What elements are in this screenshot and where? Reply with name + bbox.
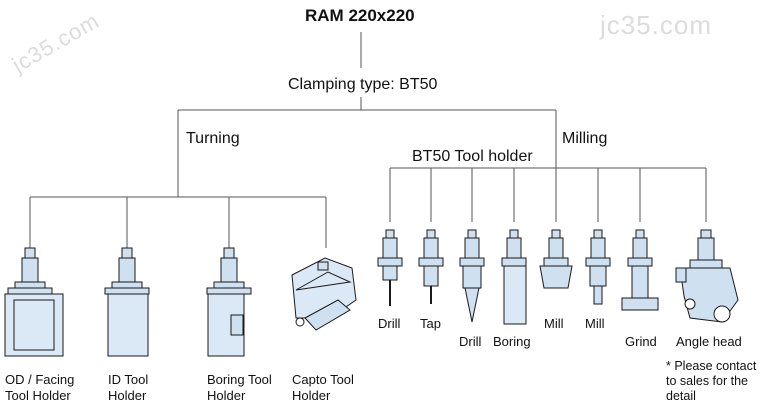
grind-label: Grind bbox=[625, 334, 657, 349]
mill-holder-2-drawing bbox=[585, 229, 611, 305]
grind-holder-drawing bbox=[621, 229, 659, 311]
turning-label: Turning bbox=[186, 130, 240, 147]
capto-tool-holder-drawing bbox=[291, 257, 357, 331]
angle-head-label: Angle head bbox=[676, 334, 742, 349]
clamping-type-label: Clamping type: BT50 bbox=[288, 76, 438, 93]
tap-holder-drawing bbox=[418, 229, 444, 304]
drill-label-1: Drill bbox=[378, 316, 401, 331]
boring-tool-holder-label: Boring Tool Holder bbox=[207, 372, 272, 403]
watermark-right: jc35.com bbox=[600, 10, 713, 40]
bt50-tool-holder-label: BT50 Tool holder bbox=[410, 148, 535, 165]
mill-label-1: Mill bbox=[544, 316, 564, 331]
capto-tool-holder-label: Capto Tool Holder bbox=[292, 372, 354, 403]
milling-label: Milling bbox=[562, 130, 608, 147]
od-facing-holder-drawing bbox=[4, 247, 64, 357]
mill-holder-1-drawing bbox=[539, 229, 573, 289]
drill-holder-2-drawing bbox=[459, 229, 485, 323]
drill-label-2: Drill bbox=[459, 334, 482, 349]
boring-holder-drawing bbox=[501, 229, 527, 325]
ram-title: RAM 220x220 bbox=[305, 6, 415, 25]
tap-label: Tap bbox=[420, 316, 441, 331]
id-tool-holder-label: ID Tool Holder bbox=[108, 372, 149, 403]
contact-note: * Please contact to sales for the detail bbox=[666, 359, 757, 403]
boring-label: Boring bbox=[493, 334, 531, 349]
drill-holder-1-drawing bbox=[377, 229, 403, 306]
mill-label-2: Mill bbox=[585, 316, 605, 331]
id-tool-holder-drawing bbox=[104, 247, 150, 357]
od-facing-tool-holder-label: OD / Facing Tool Holder bbox=[5, 372, 75, 403]
boring-tool-holder-drawing bbox=[206, 247, 252, 357]
angle-head-drawing bbox=[675, 229, 739, 323]
